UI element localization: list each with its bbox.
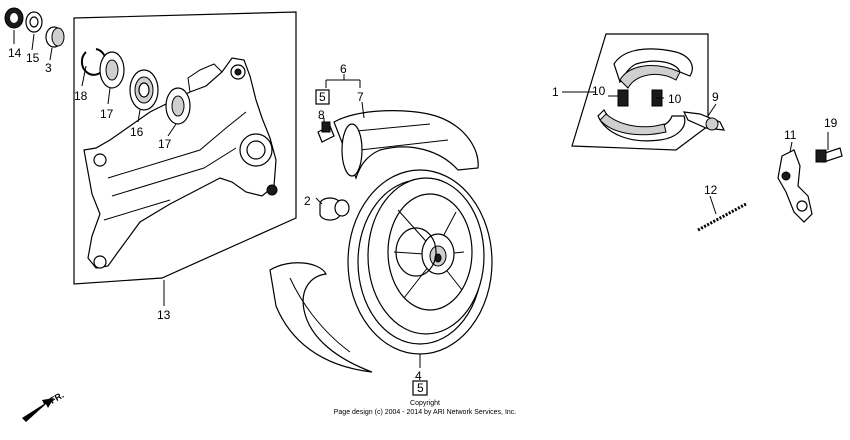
callout-10[interactable]: 10 — [592, 84, 606, 98]
bracket-bolt-hole — [93, 255, 107, 269]
callout-14[interactable]: 14 — [8, 46, 22, 60]
front-direction-marker: FR. — [22, 390, 66, 422]
bracket-nut — [266, 184, 278, 196]
oil-seal[interactable] — [165, 87, 191, 125]
callout-17[interactable]: 17 — [100, 107, 114, 121]
callout-10[interactable]: 10 — [668, 92, 682, 106]
brake-arm[interactable] — [777, 149, 813, 223]
callout-8[interactable]: 8 — [318, 108, 325, 122]
washer[interactable] — [25, 11, 43, 33]
brake-shoe-spring[interactable] — [617, 89, 629, 107]
swing-arm-group — [73, 11, 297, 285]
callout-5-boxed[interactable]: 5 — [315, 89, 330, 105]
brake-arm-bolt[interactable] — [815, 147, 843, 163]
front-label: FR. — [48, 390, 66, 406]
callout-17[interactable]: 17 — [158, 137, 172, 151]
callout-2[interactable]: 2 — [304, 194, 311, 208]
brake-shoe-set-outline — [571, 33, 709, 151]
collar[interactable] — [45, 26, 65, 48]
callout-16[interactable]: 16 — [130, 125, 144, 139]
callout-7[interactable]: 7 — [357, 90, 364, 104]
callout-12[interactable]: 12 — [704, 183, 718, 197]
brake-shoe-group — [571, 33, 709, 151]
oil-seal[interactable] — [99, 51, 125, 89]
tire-valve[interactable] — [317, 121, 335, 143]
callout-18[interactable]: 18 — [74, 89, 88, 103]
callout-3[interactable]: 3 — [45, 61, 52, 75]
radial-ball-bearing[interactable] — [129, 69, 159, 111]
callout-6[interactable]: 6 — [340, 62, 347, 76]
wheel-collar[interactable] — [319, 197, 350, 221]
tire-tread-section — [269, 262, 373, 373]
swing-arm-assembly-outline — [73, 11, 297, 285]
callout-4[interactable]: 4 — [415, 369, 422, 383]
leader-lines — [13, 30, 829, 368]
callout-13[interactable]: 13 — [157, 308, 171, 322]
footer: Copyright Page design (c) 2004 - 2014 by… — [334, 400, 517, 416]
callout-15[interactable]: 15 — [26, 51, 40, 65]
callout-9[interactable]: 9 — [712, 90, 719, 104]
rear-wheel[interactable] — [269, 110, 493, 373]
front-arrow-icon — [22, 398, 54, 422]
copyright-notice: Page design (c) 2004 - 2014 by ARI Netwo… — [334, 409, 517, 416]
brake-cam[interactable] — [682, 111, 726, 131]
circlip[interactable] — [80, 48, 107, 76]
callout-1[interactable]: 1 — [552, 85, 559, 99]
bracket-bolt-hole — [93, 153, 107, 167]
brake-shoe-upper[interactable] — [613, 48, 693, 84]
part-callouts: 14 15 3 18 17 16 17 13 2 6 5 7 8 4 5 1 1… — [8, 46, 838, 396]
callout-11[interactable]: 11 — [784, 128, 797, 142]
copyright-label: Copyright — [410, 400, 440, 407]
brake-arm-spring[interactable] — [697, 202, 747, 232]
callout-5-boxed[interactable]: 5 — [412, 380, 428, 396]
cap-nut[interactable] — [4, 7, 24, 29]
callout-19[interactable]: 19 — [824, 116, 838, 130]
svg-text:5: 5 — [417, 381, 424, 395]
svg-text:5: 5 — [319, 90, 326, 104]
